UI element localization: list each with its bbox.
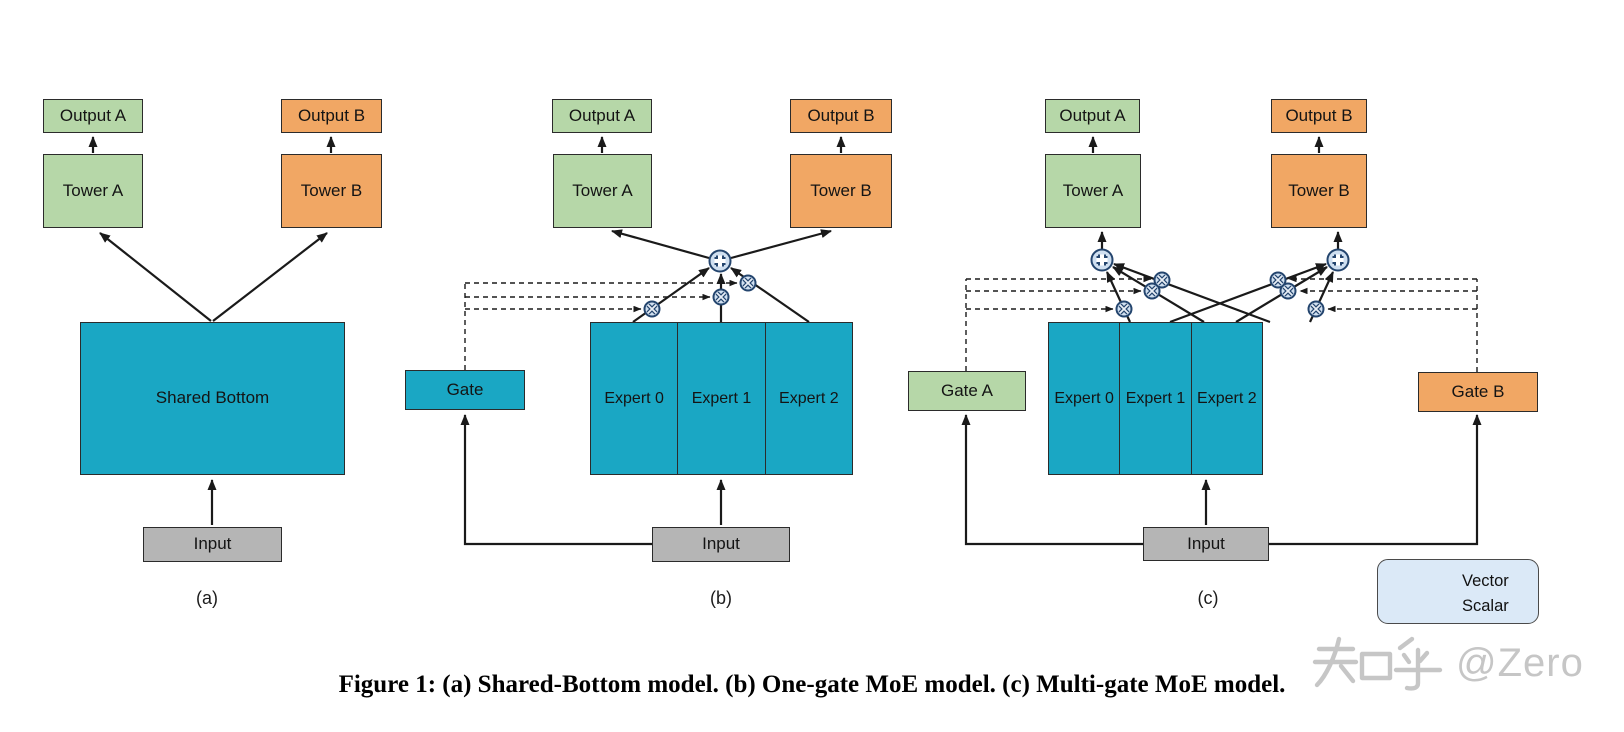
output-a-box-b: Output A bbox=[552, 99, 652, 133]
watermark: @Zero bbox=[1312, 633, 1584, 693]
watermark-cjk-glyphs bbox=[1312, 636, 1443, 691]
panel-c-label: (c) bbox=[1197, 588, 1219, 608]
multiply-node bbox=[1309, 302, 1324, 317]
input-box-a: Input bbox=[143, 527, 282, 562]
multiply-node bbox=[1271, 273, 1286, 288]
output-a-box-a: Output A bbox=[43, 99, 143, 133]
tower-a-box-a: Tower A bbox=[43, 154, 143, 228]
output-b-box-c: Output B bbox=[1271, 99, 1367, 133]
experts-group-b: Expert 0 Expert 1 Expert 2 bbox=[590, 322, 853, 475]
add-node bbox=[1092, 250, 1113, 271]
input-box-b: Input bbox=[652, 527, 790, 562]
output-b-box-b: Output B bbox=[790, 99, 892, 133]
gate-a-box: Gate A bbox=[908, 371, 1026, 411]
tower-a-box-b: Tower A bbox=[553, 154, 652, 228]
multiply-node bbox=[741, 276, 756, 291]
legend-scalar-label: Scalar bbox=[1462, 597, 1509, 615]
add-node bbox=[1328, 250, 1349, 271]
panel-a-arrows bbox=[88, 136, 336, 525]
panel-c-arrows bbox=[961, 136, 1482, 546]
expert-2-cell-b: Expert 2 bbox=[764, 323, 852, 474]
tower-b-box-b: Tower B bbox=[790, 154, 892, 228]
output-a-box-c: Output A bbox=[1045, 99, 1140, 133]
tower-b-box-c: Tower B bbox=[1271, 154, 1367, 228]
output-b-box-a: Output B bbox=[281, 99, 382, 133]
panel-b-label: (b) bbox=[710, 588, 732, 608]
input-box-c: Input bbox=[1143, 527, 1269, 561]
expert-1-cell-b: Expert 1 bbox=[677, 323, 765, 474]
shared-bottom-box: Shared Bottom bbox=[80, 322, 345, 475]
gate-box: Gate bbox=[405, 370, 525, 410]
multiply-node bbox=[1117, 302, 1132, 317]
panel-a-label: (a) bbox=[196, 588, 218, 608]
tower-b-box-a: Tower B bbox=[281, 154, 382, 228]
watermark-handle: @Zero bbox=[1456, 640, 1584, 685]
expert-2-cell-c: Expert 2 bbox=[1190, 323, 1262, 474]
multiply-node bbox=[714, 290, 729, 305]
expert-0-cell-c: Expert 0 bbox=[1049, 323, 1120, 474]
add-node bbox=[710, 251, 731, 272]
legend-vector-label: Vector bbox=[1462, 572, 1509, 590]
legend-box bbox=[1377, 559, 1539, 624]
expert-0-cell-b: Expert 0 bbox=[591, 323, 678, 474]
expert-1-cell-c: Expert 1 bbox=[1119, 323, 1191, 474]
figure-caption: Figure 1: (a) Shared-Bottom model. (b) O… bbox=[338, 671, 1286, 698]
tower-a-box-c: Tower A bbox=[1045, 154, 1141, 228]
gate-b-box: Gate B bbox=[1418, 372, 1538, 412]
multiply-node bbox=[1155, 273, 1170, 288]
panel-b-arrows bbox=[460, 136, 846, 546]
experts-group-c: Expert 0 Expert 1 Expert 2 bbox=[1048, 322, 1263, 475]
multiply-node bbox=[645, 302, 660, 317]
